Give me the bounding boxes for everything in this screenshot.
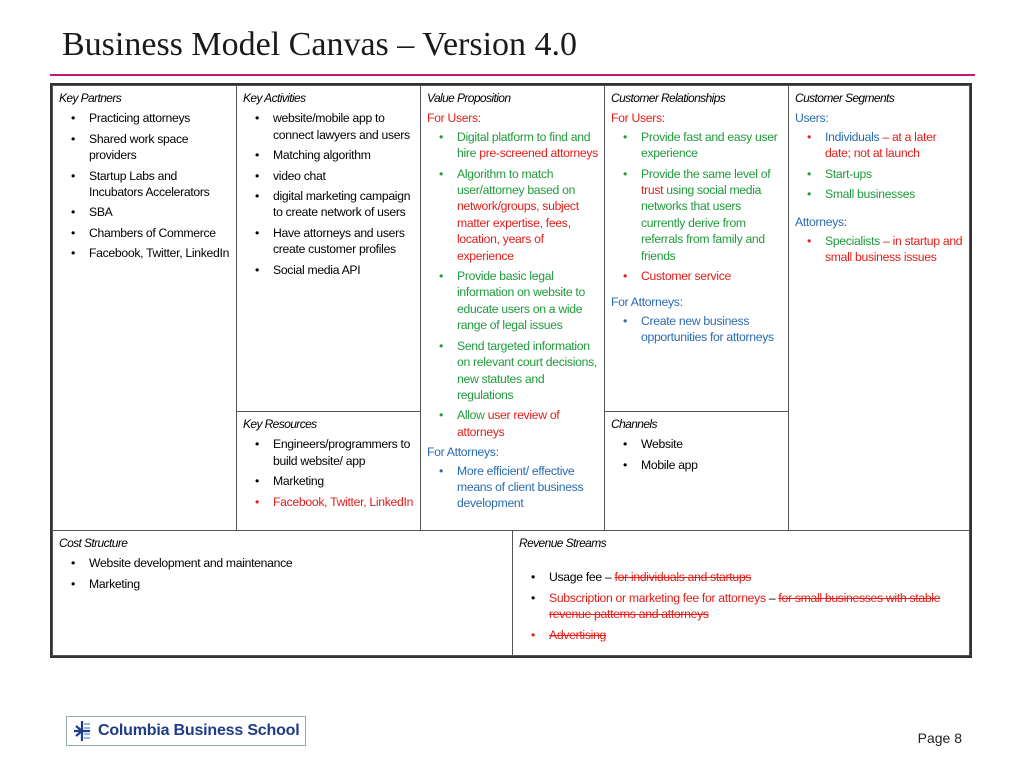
for-attorneys-label: For Attorneys:	[611, 295, 683, 310]
for-users-label: For Users:	[427, 111, 481, 126]
attorneys-label: Attorneys:	[795, 215, 847, 230]
page-title: Business Model Canvas – Version 4.0	[62, 26, 578, 63]
list-item: Engineers/programmers to build website/ …	[243, 436, 414, 469]
list-item: video chat	[243, 168, 414, 185]
cost-structure-cell: Cost Structure Website development and m…	[52, 530, 513, 656]
list-item: Practicing attorneys	[59, 110, 230, 127]
relationships-users-list: Provide fast and easy user experience Pr…	[611, 129, 782, 285]
list-item: Advertising	[519, 627, 963, 644]
list-item: Social media API	[243, 262, 414, 279]
list-item: Shared work space providers	[59, 131, 230, 164]
list-item: Mobile app	[611, 457, 782, 474]
list-item: Facebook, Twitter, LinkedIn	[243, 494, 414, 511]
key-resources-heading: Key Resources	[243, 417, 317, 431]
list-item: Provide fast and easy user experience	[611, 129, 782, 162]
segments-attorneys-list: Specialists – in startup and small busin…	[795, 233, 963, 266]
list-item: Have attorneys and users create customer…	[243, 225, 414, 258]
list-item: Matching algorithm	[243, 147, 414, 164]
list-item: Subscription or marketing fee for attorn…	[519, 590, 963, 623]
revenue-streams-cell: Revenue Streams Usage fee – for individu…	[512, 530, 970, 656]
list-item: Facebook, Twitter, LinkedIn	[59, 245, 230, 262]
logo-text: Columbia Business School	[98, 722, 300, 739]
channels-heading: Channels	[611, 417, 658, 431]
key-activities-list: website/mobile app to connect lawyers an…	[243, 110, 414, 278]
key-resources-cell: Key Resources Engineers/programmers to b…	[236, 411, 421, 531]
customer-segments-heading: Customer Segments	[795, 91, 895, 105]
cost-structure-list: Website development and maintenance Mark…	[59, 555, 506, 592]
list-item: Customer service	[611, 268, 782, 285]
list-item: Specialists – in startup and small busin…	[795, 233, 963, 266]
list-item: Start-ups	[795, 166, 963, 183]
channels-cell: Channels Website Mobile app	[604, 411, 789, 531]
crown-logo-icon	[72, 721, 92, 741]
channels-list: Website Mobile app	[611, 436, 782, 473]
revenue-streams-list: Usage fee – for individuals and startups…	[519, 569, 963, 643]
list-item: Create new business opportunities for at…	[611, 313, 782, 346]
value-proposition-cell: Value Proposition For Users: Digital pla…	[420, 85, 605, 531]
key-partners-list: Practicing attorneys Shared work space p…	[59, 110, 230, 262]
business-model-canvas: Key Partners Practicing attorneys Shared…	[50, 83, 972, 658]
value-attorneys-list: More efficient/ effective means of clien…	[427, 463, 598, 512]
list-item: Marketing	[243, 473, 414, 490]
list-item: Digital platform to find and hire pre-sc…	[427, 129, 598, 162]
list-item: Send targeted information on relevant co…	[427, 338, 598, 404]
list-item: Website	[611, 436, 782, 453]
list-item: Provide basic legal information on websi…	[427, 268, 598, 334]
title-divider	[50, 74, 975, 76]
list-item: More efficient/ effective means of clien…	[427, 463, 598, 512]
key-partners-cell: Key Partners Practicing attorneys Shared…	[52, 85, 237, 531]
list-item: Startup Labs and Incubators Accelerators	[59, 168, 230, 201]
key-partners-heading: Key Partners	[59, 91, 122, 105]
value-users-list: Digital platform to find and hire pre-sc…	[427, 129, 598, 440]
list-item: Usage fee – for individuals and startups	[519, 569, 963, 586]
list-item: Individuals – at a later date; not at la…	[795, 129, 963, 162]
list-item: Allow user review of attorneys	[427, 407, 598, 440]
list-item: Marketing	[59, 576, 506, 593]
revenue-streams-heading: Revenue Streams	[519, 536, 607, 550]
list-item: Website development and maintenance	[59, 555, 506, 572]
key-activities-heading: Key Activities	[243, 91, 306, 105]
list-item: Chambers of Commerce	[59, 225, 230, 242]
page-number: Page 8	[917, 730, 962, 746]
for-attorneys-label: For Attorneys:	[427, 445, 499, 460]
customer-relationships-cell: Customer Relationships For Users: Provid…	[604, 85, 789, 412]
list-item: Small businesses	[795, 186, 963, 203]
customer-relationships-heading: Customer Relationships	[611, 91, 726, 105]
cost-structure-heading: Cost Structure	[59, 536, 128, 550]
list-item: website/mobile app to connect lawyers an…	[243, 110, 414, 143]
columbia-logo: Columbia Business School	[66, 716, 307, 746]
key-resources-list: Engineers/programmers to build website/ …	[243, 436, 414, 510]
segments-users-list: Individuals – at a later date; not at la…	[795, 129, 963, 203]
value-proposition-heading: Value Proposition	[427, 91, 511, 105]
key-activities-cell: Key Activities website/mobile app to con…	[236, 85, 421, 412]
list-item: Provide the same level of trust using so…	[611, 166, 782, 264]
list-item: SBA	[59, 204, 230, 221]
for-users-label: For Users:	[611, 111, 665, 126]
list-item: Algorithm to match user/attorney based o…	[427, 166, 598, 264]
users-label: Users:	[795, 111, 829, 126]
relationships-attorneys-list: Create new business opportunities for at…	[611, 313, 782, 346]
list-item: digital marketing campaign to create net…	[243, 188, 414, 221]
customer-segments-cell: Customer Segments Users: Individuals – a…	[788, 85, 970, 531]
